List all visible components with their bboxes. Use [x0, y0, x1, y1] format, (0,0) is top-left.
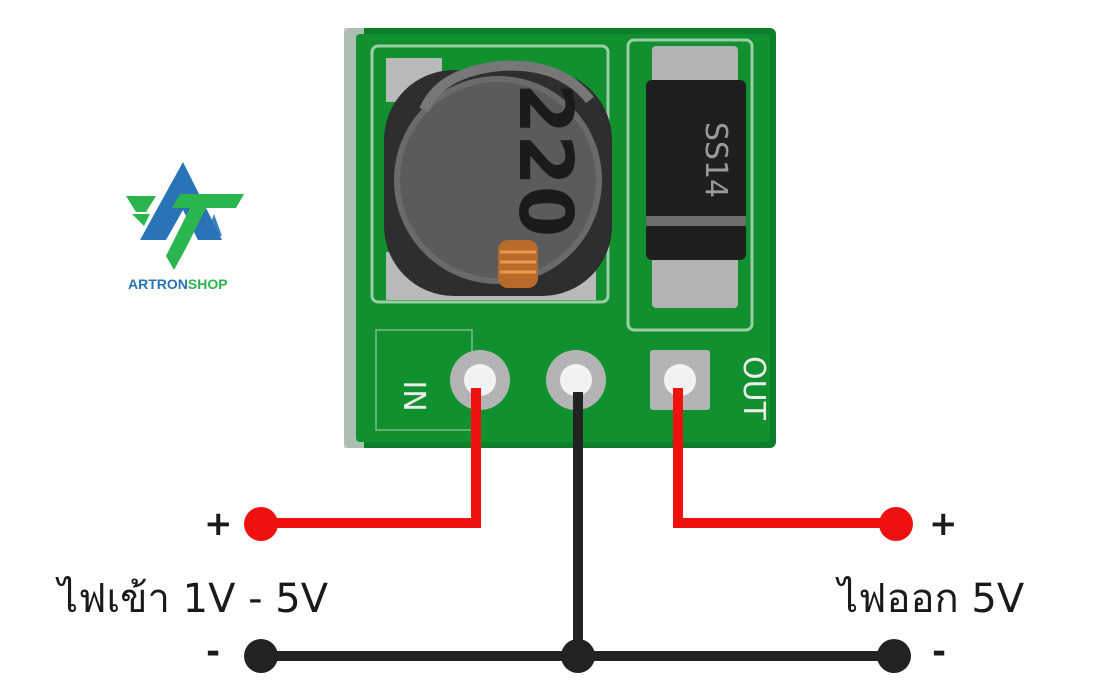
input-positive-terminal [244, 507, 278, 541]
output-plus-sign: + [929, 504, 958, 544]
inductor: 220 [384, 60, 612, 296]
ground-junction [561, 639, 595, 673]
input-plus-sign: + [204, 504, 233, 544]
output-voltage-label: ไฟออก 5V [838, 576, 1025, 622]
input-voltage-label: ไฟเข้า 1V - 5V [58, 576, 329, 622]
input-positive-wire [262, 388, 481, 528]
diode-marking: SS14 [698, 122, 733, 198]
pin-out-label: OUT [736, 356, 771, 421]
logo-text-shop: SHOP [187, 276, 228, 292]
pin-in-label: IN [396, 380, 431, 411]
input-minus-sign: - [206, 632, 221, 672]
artronshop-logo-mark [126, 162, 244, 270]
input-ground-terminal [244, 639, 278, 673]
diode: SS14 [646, 46, 746, 308]
inductor-marking: 220 [502, 83, 588, 237]
output-positive-wire [673, 388, 896, 528]
output-minus-sign: - [932, 632, 947, 672]
output-positive-terminal [879, 507, 913, 541]
pin-out [650, 350, 710, 410]
output-ground-terminal [877, 639, 911, 673]
logo-text-artron: ARTRON [128, 276, 188, 292]
artronshop-logo-text: ARTRONSHOP [128, 276, 228, 292]
pin-gnd [546, 350, 606, 410]
